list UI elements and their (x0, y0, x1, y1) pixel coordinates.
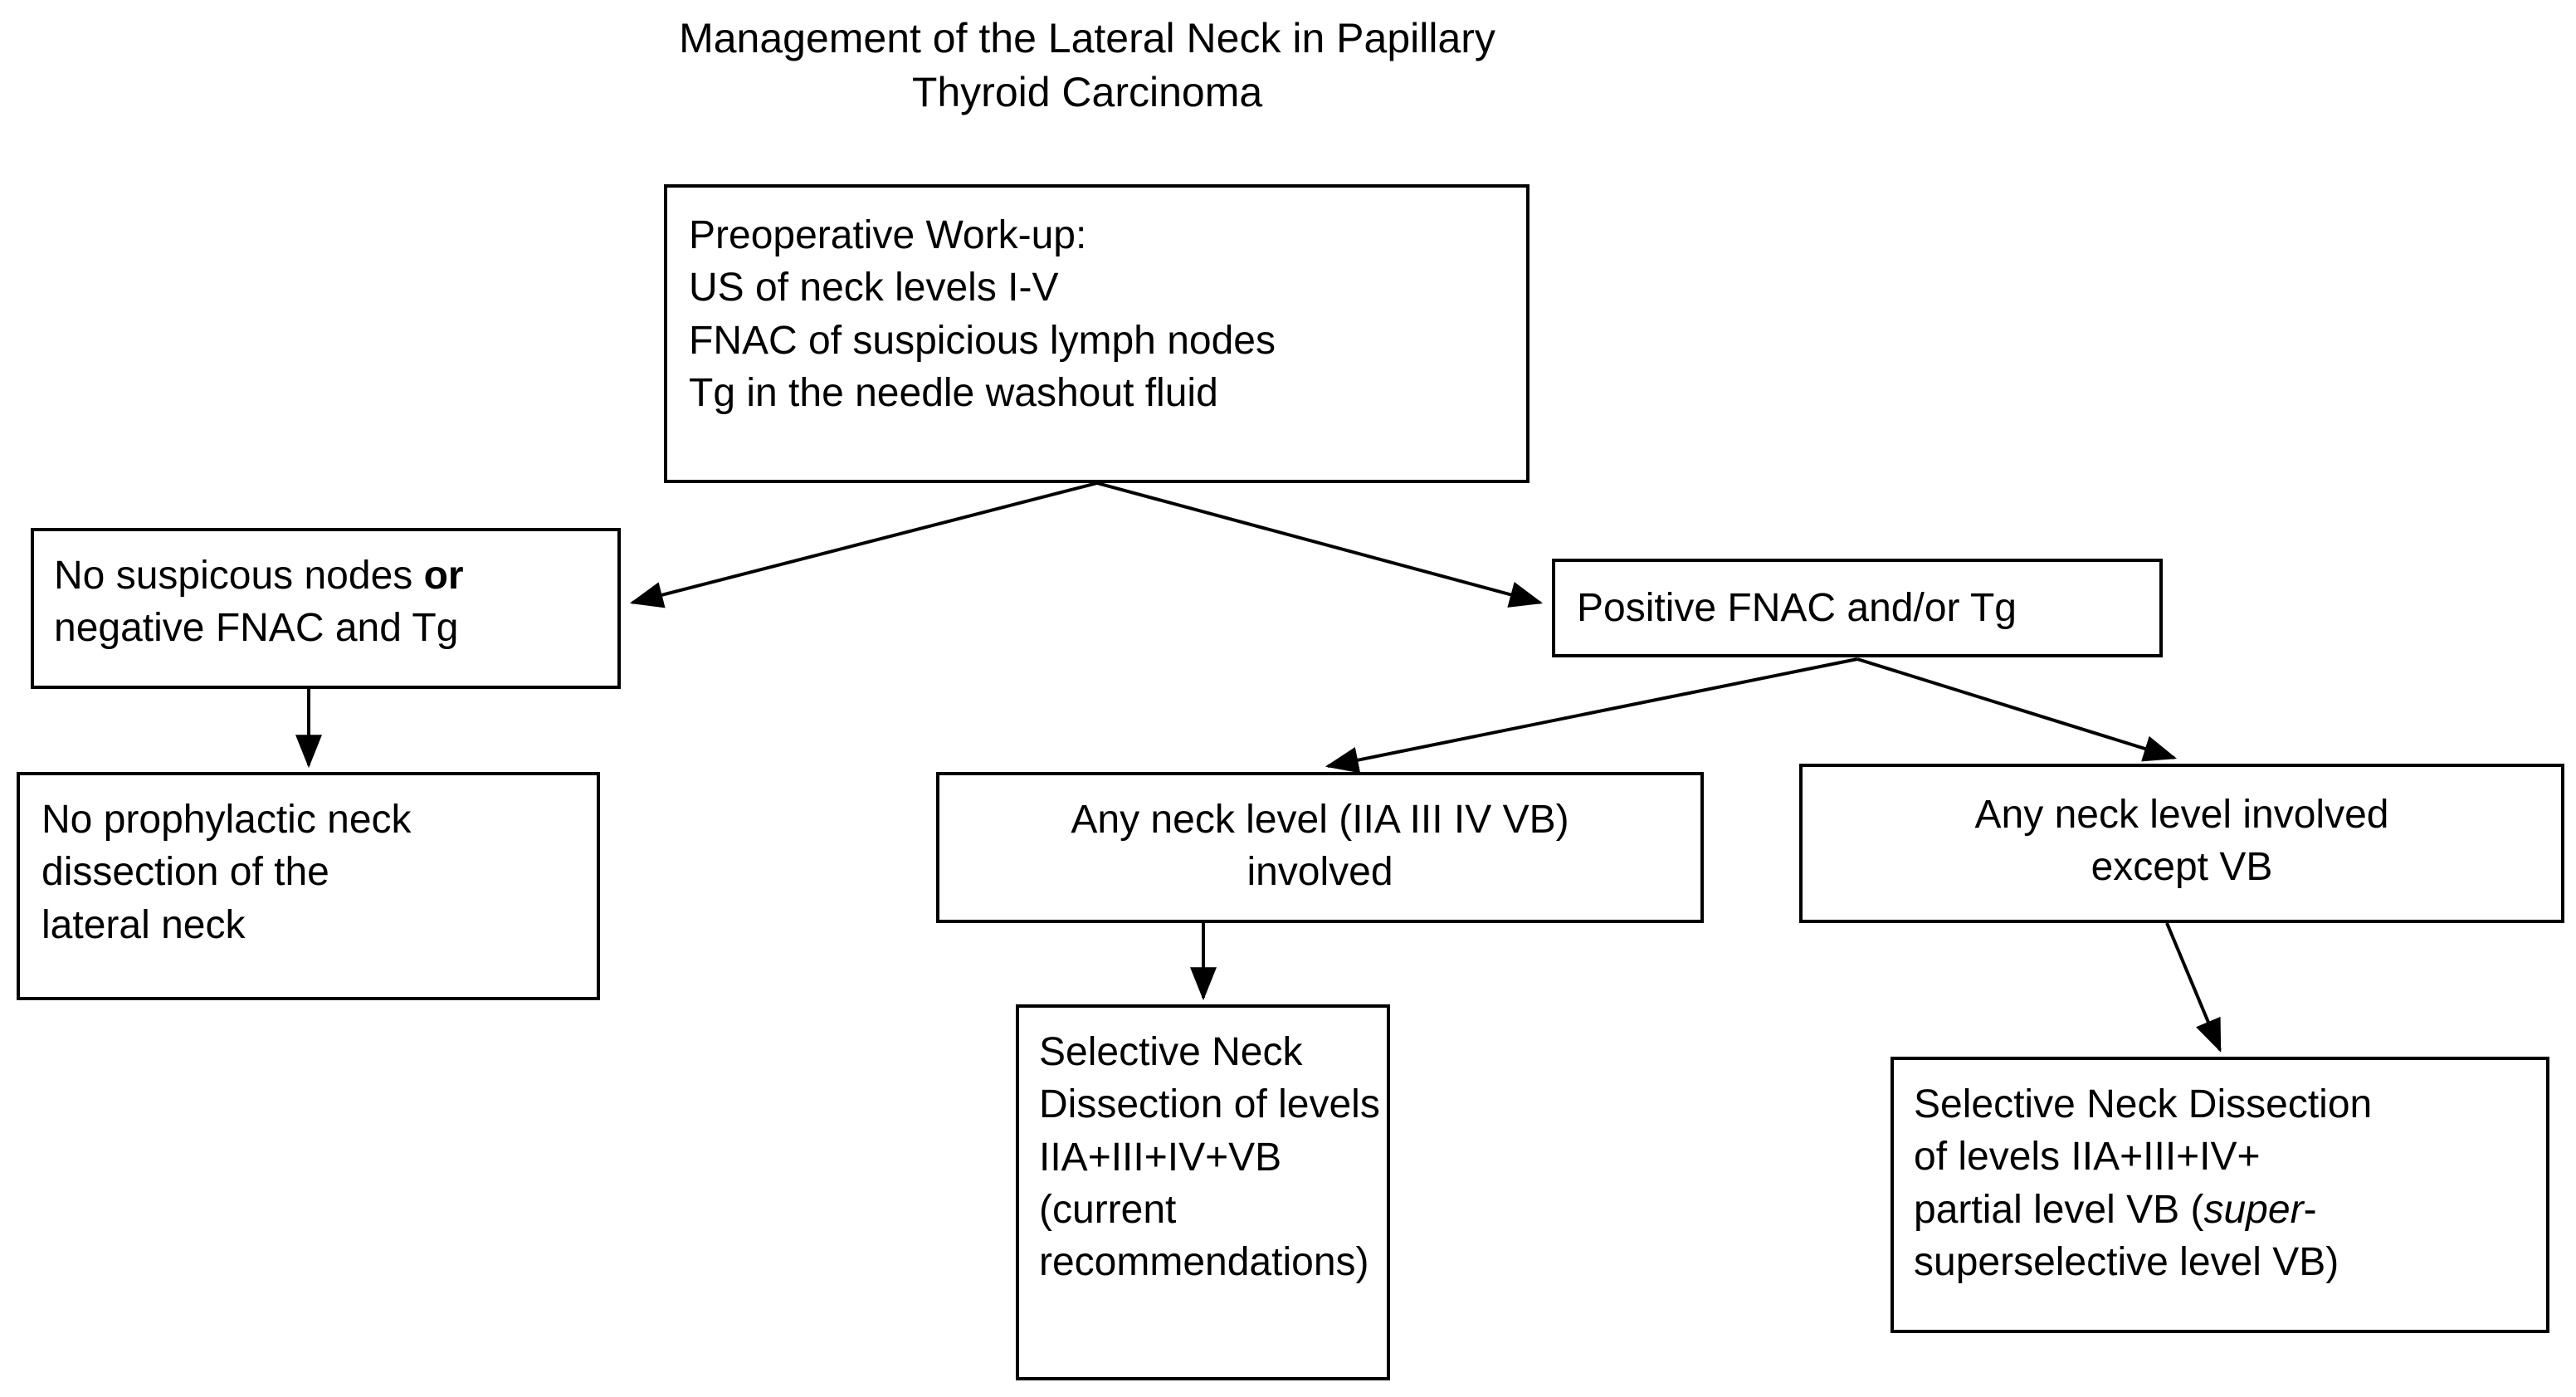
node-selective-neck-dissection-superselective: Selective Neck Dissection of levels IIA+… (1891, 1057, 2549, 1333)
edge-preop-to-no-suspicious (629, 481, 1098, 608)
no-suspicious-line2: negative FNAC and Tg (54, 606, 459, 651)
node-no-suspicious-nodes: No suspicous nodes or negative FNAC and T… (31, 528, 621, 689)
snd-super-part1: Selective Neck Dissection of levels IIA+… (1914, 1082, 2373, 1232)
node-positive-fnac: Positive FNAC and/or Tg (1552, 559, 2163, 657)
node-preoperative-workup: Preoperative Work-up: US of neck levels … (664, 184, 1530, 483)
snd-super-part2: - superselective level VB) (1914, 1187, 2339, 1285)
edge-positive-to-any-level-except-vb (1856, 657, 2178, 762)
no-suspicious-or-bold: or (423, 554, 464, 598)
node-selective-neck-dissection-current: Selective Neck Dissection of levels IIA+… (1016, 1004, 1390, 1380)
snd-super-italic-word: super (2203, 1187, 2304, 1232)
node-no-prophylactic-dissection: No prophylactic neck dissection of the l… (17, 772, 600, 1000)
edge-positive-to-any-level (1325, 657, 1858, 774)
edge-any-level-except-to-snd-super (2165, 922, 2222, 1053)
edge-preop-to-positive-fnac (1096, 481, 1544, 608)
page-title: Management of the Lateral Neck in Papill… (679, 15, 1495, 115)
no-suspicious-line1-prefix: No suspicous nodes (54, 554, 424, 598)
node-any-neck-level-except-vb: Any neck level involved except VB (1799, 764, 2564, 923)
node-any-neck-level-involved: Any neck level (IIA III IV VB) involved (936, 772, 1704, 923)
